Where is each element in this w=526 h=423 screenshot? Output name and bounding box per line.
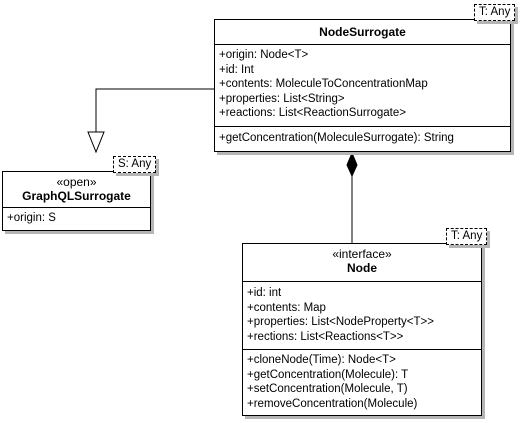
generalization-edge bbox=[95, 88, 214, 132]
attribute: +properties: List<NodeProperty<T>> bbox=[247, 316, 434, 328]
type-parameter-label: T: Any bbox=[474, 4, 516, 21]
attribute: +origin: Node<T> bbox=[219, 49, 309, 61]
class-stereotype: «open» bbox=[56, 175, 97, 189]
attribute: +reactions: List<ReactionSurrogate> bbox=[219, 107, 406, 119]
attribute: +properties: List<String> bbox=[219, 92, 345, 105]
class-header: NodeSurrogate bbox=[215, 20, 510, 45]
class-graphql-surrogate[interactable]: «open» GraphQLSurrogate +origin: S bbox=[2, 171, 151, 231]
class-stereotype: «interface» bbox=[332, 247, 392, 261]
attributes-compartment: +origin: S bbox=[3, 208, 150, 228]
methods-compartment: +getConcentration(MoleculeSurrogate): St… bbox=[215, 126, 510, 148]
class-name: Node bbox=[347, 261, 377, 275]
attribute: +contents: Map bbox=[247, 301, 326, 314]
attribute: +contents: MoleculeToConcentrationMap bbox=[219, 78, 428, 90]
class-name: NodeSurrogate bbox=[319, 25, 406, 39]
type-parameter-label: T: Any bbox=[446, 228, 488, 245]
methods-compartment: +cloneNode(Time): Node<T> +getConcentrat… bbox=[243, 349, 481, 413]
method: +cloneNode(Time): Node<T> bbox=[247, 354, 396, 366]
attribute: +id: Int bbox=[219, 63, 254, 76]
composition-diamond bbox=[346, 151, 358, 178]
class-header: «interface» Node bbox=[243, 244, 481, 282]
attribute: +id: int bbox=[247, 287, 282, 299]
attributes-compartment: +id: int +contents: Map +properties: Lis… bbox=[243, 282, 481, 349]
attribute: +origin: S bbox=[7, 212, 56, 224]
class-name: GraphQLSurrogate bbox=[22, 189, 131, 203]
method: +removeConcentration(Molecule) bbox=[247, 397, 418, 410]
class-header: «open» GraphQLSurrogate bbox=[3, 172, 150, 208]
method: +setConcentration(Molecule, T) bbox=[247, 383, 408, 395]
method: +getConcentration(Molecule): T bbox=[247, 368, 409, 381]
type-parameter-label: S: Any bbox=[113, 156, 157, 173]
method: +getConcentration(MoleculeSurrogate): St… bbox=[219, 132, 454, 144]
generalization-arrowhead bbox=[87, 131, 105, 154]
class-node[interactable]: «interface» Node +id: int +contents: Map… bbox=[242, 243, 482, 416]
attributes-compartment: +origin: Node<T> +id: Int +contents: Mol… bbox=[215, 45, 510, 126]
class-node-surrogate[interactable]: NodeSurrogate +origin: Node<T> +id: Int … bbox=[214, 19, 511, 152]
attribute: +rections: List<Reactions<T>> bbox=[247, 330, 404, 343]
